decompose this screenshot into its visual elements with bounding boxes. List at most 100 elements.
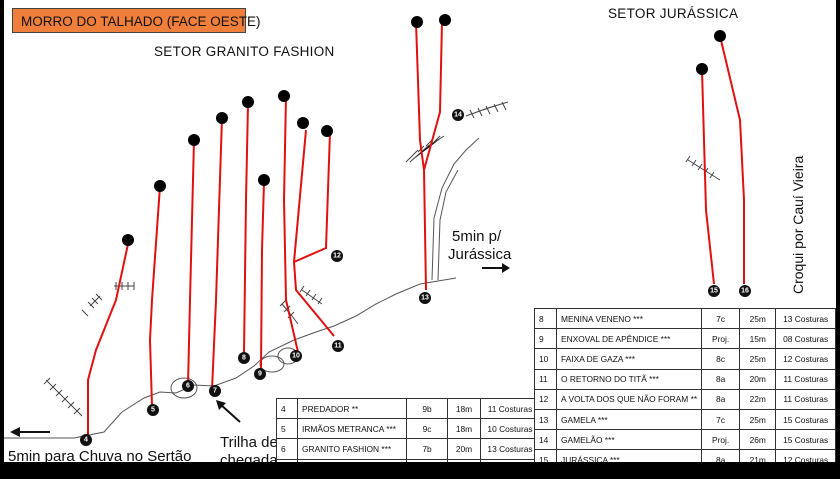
route-number: 6 <box>276 438 298 460</box>
route-name: GRANITO FASHION *** <box>297 438 407 460</box>
route-grade: 8a <box>701 368 741 390</box>
anchor-8 <box>242 96 254 108</box>
route-name: GAMELA *** <box>556 408 703 431</box>
svg-text:8: 8 <box>242 355 246 362</box>
page-title: MORRO DO TALHADO (FACE OESTE) <box>12 8 261 33</box>
trail-label-2: chegada <box>220 452 278 462</box>
svg-text:12: 12 <box>333 253 341 260</box>
route-name: GAMELÃO *** <box>556 429 703 451</box>
route-length: 18m <box>447 397 481 420</box>
marker-7: 7 <box>209 385 221 397</box>
anchor-11 <box>297 117 309 129</box>
route-grade: Proj. <box>701 429 741 451</box>
route-number: 9 <box>533 328 558 350</box>
wall-line <box>431 137 480 281</box>
route-length: 18m <box>447 418 481 440</box>
marker-12: 12 <box>331 250 343 262</box>
wall-line-2 <box>437 169 459 281</box>
marker-10: 10 <box>290 350 302 362</box>
route-number: 5 <box>276 418 298 440</box>
route-length: 26m <box>739 429 777 451</box>
route-grade: 8a <box>701 388 741 410</box>
route-grade: 8b <box>406 458 448 462</box>
marker-6: 6 <box>182 380 194 392</box>
route-name: FAIXA DE GAZA *** <box>556 348 703 370</box>
route-length: 25m <box>739 408 777 431</box>
route-lines <box>87 21 745 436</box>
route-name: A VOLTA DOS QUE NÃO FORAM ** <box>556 388 703 410</box>
route-bolts: 12 Costuras <box>775 449 836 462</box>
anchor-10 <box>278 90 290 102</box>
anchor-14 <box>439 14 451 26</box>
route-name: PREDADOR ** <box>297 397 407 420</box>
route-length: 25m <box>739 348 777 370</box>
svg-text:5: 5 <box>151 407 155 414</box>
route-number: 13 <box>533 408 558 431</box>
marker-9: 9 <box>254 368 266 380</box>
anchor-4 <box>122 234 134 246</box>
arrows <box>10 263 510 437</box>
anchor-9 <box>258 174 270 186</box>
marker-15: 15 <box>708 285 720 297</box>
route-length: 20m <box>447 438 481 460</box>
route-name: ENXOVAL DE APÊNDICE *** <box>556 328 703 350</box>
route-bolts: 13 Costuras <box>775 307 836 330</box>
route-bolts: 11 Costuras <box>480 397 540 420</box>
svg-text:7: 7 <box>213 388 217 395</box>
route-name: JURÁSSICA *** <box>556 449 703 462</box>
route-anchors <box>122 14 726 246</box>
marker-16: 16 <box>739 285 751 297</box>
marker-8: 8 <box>238 352 250 364</box>
route-bolts: 11 Costuras <box>775 388 836 410</box>
svg-text:6: 6 <box>186 383 190 390</box>
route-line-16 <box>719 35 745 284</box>
route-grade: 9c <box>406 418 448 440</box>
marker-4: 4 <box>80 434 92 446</box>
route-line-10 <box>282 95 299 353</box>
topo-sheet: 4 5 6 7 8 9 10 11 12 13 14 15 16 MORRO D… <box>4 0 836 462</box>
route-line-6 <box>187 139 195 386</box>
route-number: 8 <box>533 307 558 330</box>
route-line-7 <box>211 117 223 391</box>
sector-granito-label: SETOR GRANITO FASHION <box>154 44 335 59</box>
route-bolts: 13 Costuras <box>480 438 540 460</box>
route-name: CG ATÔMICA *** <box>297 458 407 462</box>
ground-line <box>4 277 457 439</box>
route-line-15 <box>701 69 715 285</box>
route-line-13 <box>415 21 427 291</box>
marker-11: 11 <box>332 340 344 352</box>
route-line-5 <box>148 185 161 407</box>
route-markers: 4 5 6 7 8 9 10 11 12 13 14 15 16 <box>80 109 751 446</box>
route-line-11 <box>292 129 335 337</box>
svg-text:10: 10 <box>292 353 300 360</box>
route-length: 20m <box>739 368 777 390</box>
anchor-12 <box>321 125 333 137</box>
route-length: 22m <box>447 458 481 462</box>
route-name: IRMÃOS METRANCA *** <box>297 418 407 440</box>
sector-jurassica-label: SETOR JURÁSSICA <box>608 6 739 21</box>
route-number: 10 <box>533 348 558 370</box>
route-number: 8 <box>276 458 298 462</box>
route-number: 12 <box>533 388 558 410</box>
anchor-15 <box>696 63 708 75</box>
route-bolts: 11 Costuras <box>775 368 836 390</box>
trail-label: Trilha de <box>220 434 278 451</box>
anchor-7 <box>216 112 228 124</box>
boulder-7 <box>170 377 198 399</box>
route-grade: 7b <box>406 438 448 460</box>
route-length: 15m <box>739 328 777 350</box>
route-grade: 8a <box>701 449 741 462</box>
svg-text:9: 9 <box>258 371 262 378</box>
svg-text:16: 16 <box>741 288 749 295</box>
route-line-14 <box>423 21 443 171</box>
route-name: MENINA VENENO *** <box>556 307 703 330</box>
